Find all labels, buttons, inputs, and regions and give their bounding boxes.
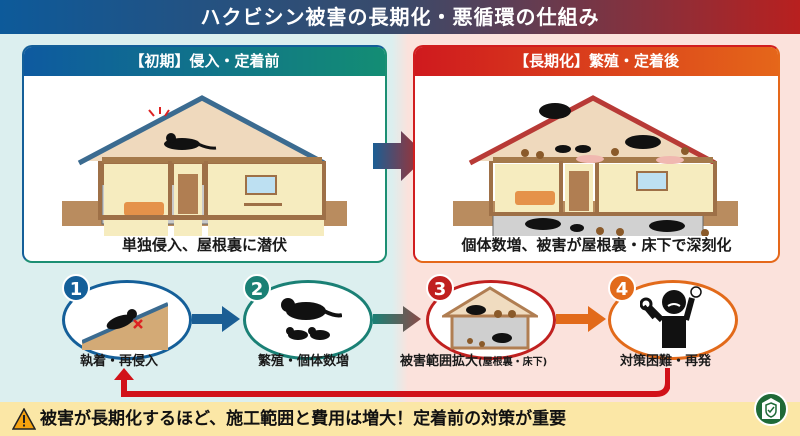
flow-arrow-3-4-icon <box>556 306 606 332</box>
house-early-illustration <box>62 95 347 236</box>
step-2-label: 繁殖・個体数増 <box>258 354 350 369</box>
step-2-illustration <box>281 298 342 340</box>
shield-check-house-icon <box>754 392 788 426</box>
civet-group-icon <box>525 103 685 232</box>
step-2-number: 2 <box>243 274 271 302</box>
step-1-label: 執着・再侵入 <box>80 354 159 369</box>
page-title: ハクビシン被害の長期化・悪循環の仕組み <box>0 0 800 34</box>
return-loop-arrow-icon <box>114 368 670 397</box>
step-4-illustration <box>640 286 702 348</box>
step-4-number: 4 <box>608 274 636 302</box>
bottom-banner: 被害が長期化するほど、施工範囲と費用は増大！定着前の対策が重要 <box>0 402 800 436</box>
step-3-number: 3 <box>426 274 454 302</box>
sofa-icon <box>124 202 164 216</box>
panel-early-stage: 【初期】侵入・定着前 単独侵入、屋根裏に潜伏 <box>22 45 387 263</box>
step-1-illustration <box>82 302 168 350</box>
house-late-illustration <box>453 95 738 236</box>
panel-late-stage: 【長期化】繁殖・定着後 個体数増、 <box>413 45 780 263</box>
flow-arrow-2-3-icon <box>373 306 421 332</box>
warning-icon <box>12 408 36 430</box>
flow-arrow-1-2-icon <box>192 306 240 332</box>
banner-text: 被害が長期化するほど、施工範囲と費用は増大！定着前の対策が重要 <box>40 409 567 429</box>
droppings-icon <box>521 147 709 236</box>
step-4-label: 対策困難・再発 <box>620 354 712 369</box>
step-1-number: 1 <box>62 274 90 302</box>
step-3-label-sub: (屋根裏・床下) <box>478 357 548 368</box>
panel-late-caption: 個体数増、被害が屋根裏・床下で深刻化 <box>461 236 732 254</box>
panel-early-header: 【初期】侵入・定着前 <box>24 47 385 76</box>
step-3-label: 被害範囲拡大(屋根裏・床下) <box>400 350 547 369</box>
step-3-label-main: 被害範囲拡大 <box>400 354 479 369</box>
panel-early-caption: 単独侵入、屋根裏に潜伏 <box>121 236 287 254</box>
panel-late-header: 【長期化】繁殖・定着後 <box>415 47 778 76</box>
step-3-illustration <box>442 286 538 350</box>
